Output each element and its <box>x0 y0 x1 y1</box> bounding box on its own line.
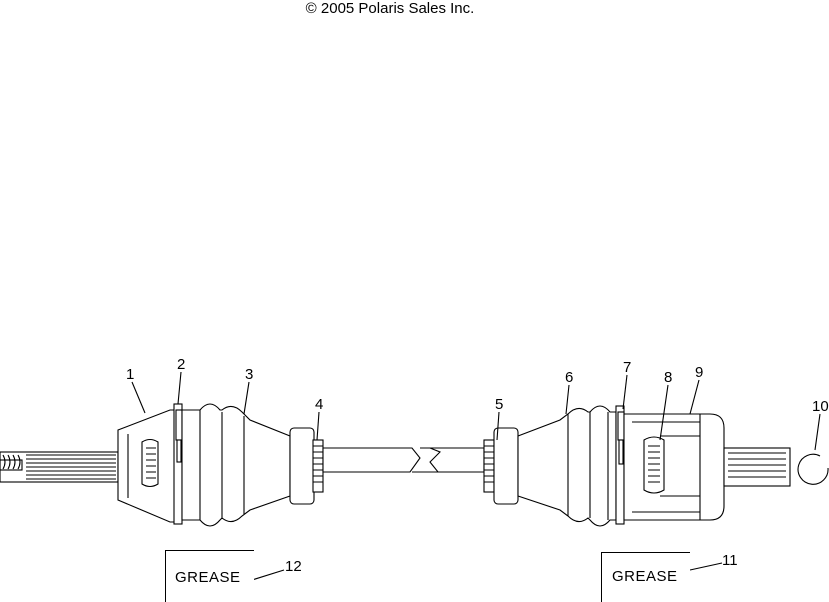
grease-text-right: GREASE <box>612 568 678 585</box>
grease-text-left: GREASE <box>175 569 241 586</box>
outer-cv-housing <box>117 409 176 523</box>
inner-boot-clamp <box>615 405 625 525</box>
boot-clamp-outer-small <box>289 427 324 505</box>
inner-stub-shaft <box>723 447 791 487</box>
outer-boot-clamp <box>173 403 183 525</box>
callout-4: 4 <box>315 396 323 413</box>
callout-10: 10 <box>812 398 829 415</box>
center-shaft <box>322 447 485 473</box>
callout-5: 5 <box>495 396 503 413</box>
callout-7: 7 <box>623 359 631 376</box>
callout-2: 2 <box>177 356 185 373</box>
grease-label-right: GREASE <box>601 552 690 602</box>
callout-9: 9 <box>695 364 703 381</box>
circlip <box>797 453 829 485</box>
inner-cv-housing <box>623 413 725 521</box>
inner-boot <box>517 405 617 527</box>
callout-3: 3 <box>245 366 253 383</box>
callout-11: 11 <box>722 552 738 569</box>
boot-clamp-inner-small <box>483 427 519 505</box>
outer-stub-shaft <box>0 451 119 483</box>
grease-label-left: GREASE <box>165 550 254 602</box>
callout-1: 1 <box>126 366 134 383</box>
callout-12: 12 <box>285 558 302 575</box>
leader-lines <box>131 371 821 581</box>
tripod-spider <box>643 436 665 494</box>
callout-6: 6 <box>565 369 573 386</box>
callout-numbers: 1 2 3 4 5 6 7 8 9 10 11 12 <box>126 356 829 575</box>
outer-boot <box>181 403 291 527</box>
callout-8: 8 <box>664 369 672 386</box>
copyright-notice: © 2005 Polaris Sales Inc. <box>305 0 475 17</box>
